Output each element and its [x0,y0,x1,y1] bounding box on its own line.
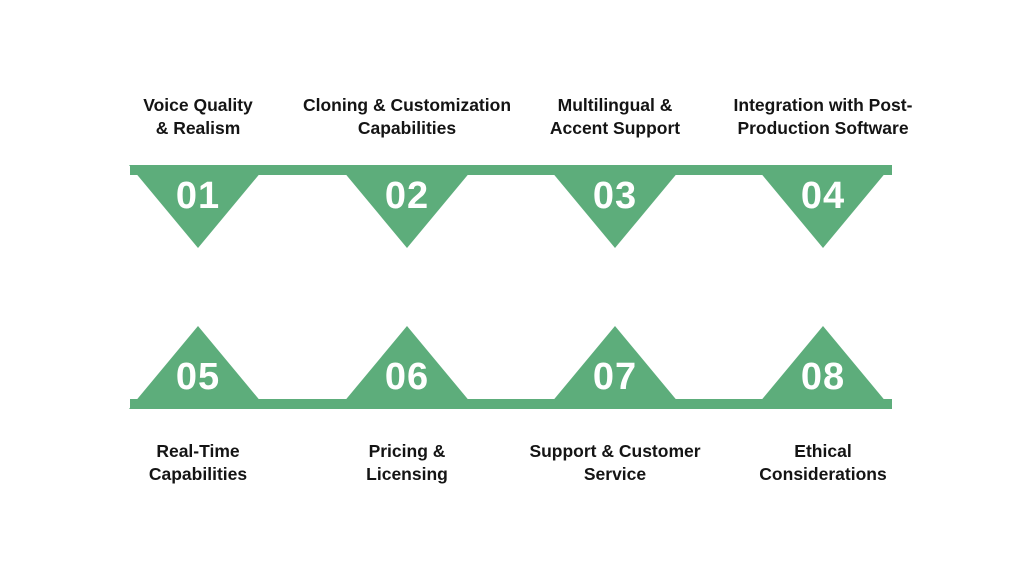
step-07-label-line2: Service [583,464,647,484]
step-07-triangle: 07 [546,326,684,409]
step-04-label-line1: Integration with Post- [733,95,913,115]
step-05-number: 05 [175,356,221,398]
top-connector-bar [130,165,892,175]
step-03-label: Multilingual & Accent Support [485,94,745,140]
step-08-label-line2: Considerations [759,464,887,484]
step-01-triangle: 01 [129,165,267,248]
step-05-label-line2: Capabilities [148,464,248,484]
step-01-label-line1: Voice Quality [143,95,253,115]
step-06-label: Pricing & Licensing [277,440,537,486]
step-04-label: Integration with Post- Production Softwa… [693,94,953,140]
step-02-label-line2: Capabilities [357,118,457,138]
step-07-label-line1: Support & Customer [529,441,701,461]
step-07-number: 07 [592,356,638,398]
step-05-label-line1: Real-Time [156,441,240,461]
step-05-triangle: 05 [129,326,267,409]
step-02-label: Cloning & Customization Capabilities [277,94,537,140]
step-05-label: Real-Time Capabilities [68,440,328,486]
step-08-label-line1: Ethical [794,441,852,461]
step-08-number: 08 [800,356,846,398]
step-03-number: 03 [592,175,638,217]
step-01-label-line2: & Realism [155,118,241,138]
step-06-triangle: 06 [338,326,476,409]
step-04-label-line2: Production Software [737,118,909,138]
step-06-label-line1: Pricing & [368,441,446,461]
step-01-label: Voice Quality & Realism [68,94,328,140]
step-04-number: 04 [800,175,846,217]
step-02-triangle: 02 [338,165,476,248]
step-06-number: 06 [384,356,430,398]
step-01-number: 01 [175,175,221,217]
step-02-number: 02 [384,175,430,217]
step-07-label: Support & Customer Service [485,440,745,486]
step-02-label-line1: Cloning & Customization [302,95,512,115]
step-08-triangle: 08 [754,326,892,409]
bottom-connector-bar [130,399,892,409]
step-04-triangle: 04 [754,165,892,248]
step-03-label-line2: Accent Support [549,118,681,138]
step-06-label-line2: Licensing [366,464,448,484]
step-03-triangle: 03 [546,165,684,248]
step-03-label-line1: Multilingual & [557,95,673,115]
step-08-label: Ethical Considerations [693,440,953,486]
